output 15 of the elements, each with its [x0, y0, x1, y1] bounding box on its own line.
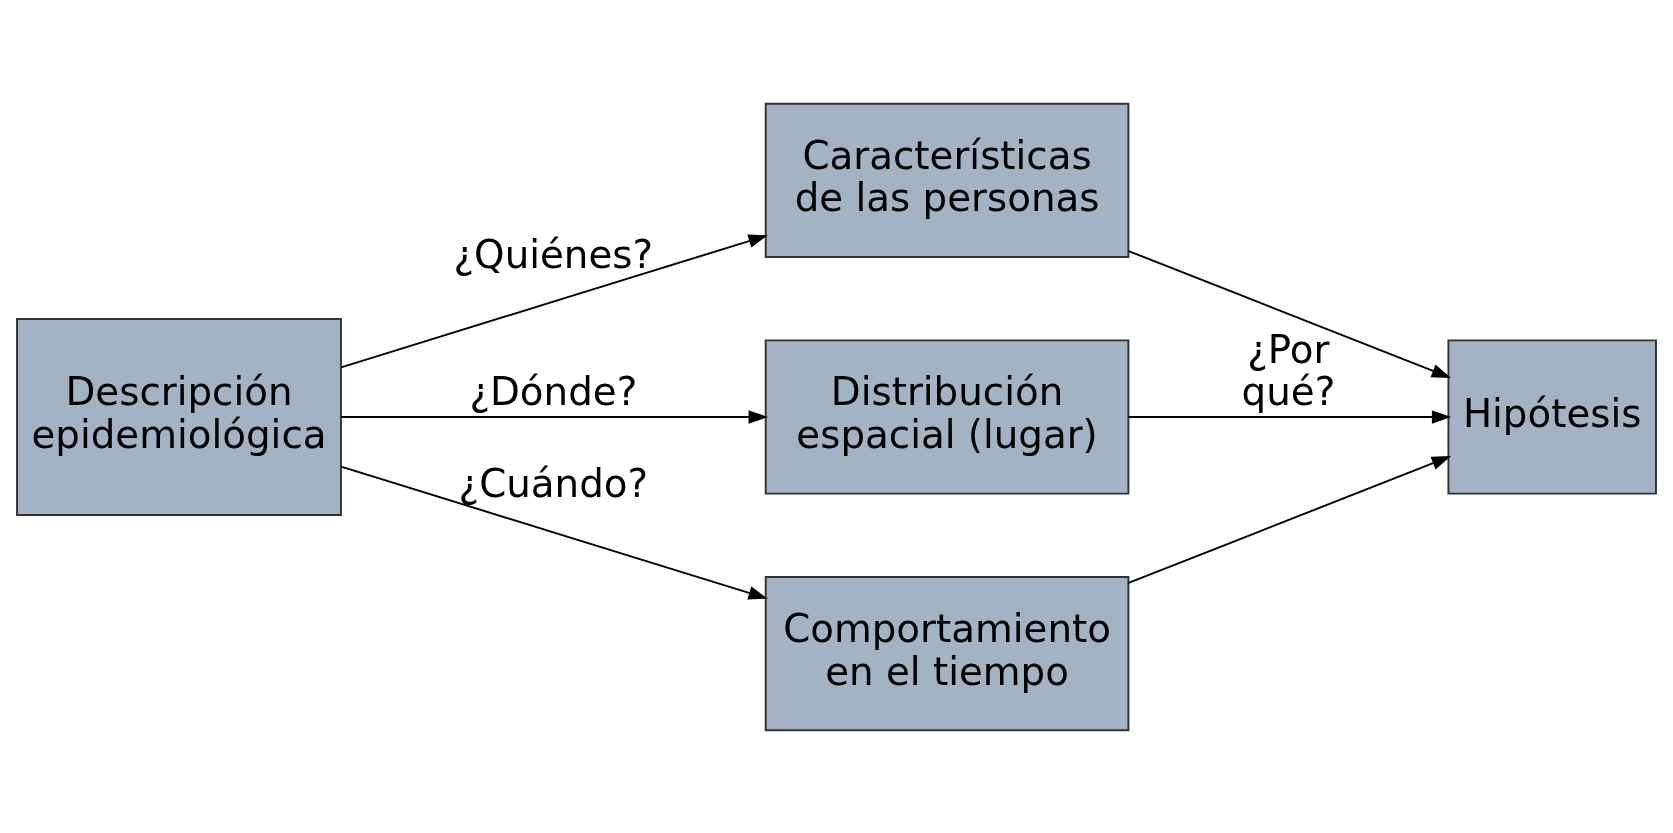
arrow — [340, 465, 768, 599]
node-box: Hipótesis — [1447, 338, 1657, 495]
edge-label: ¿Dónde? — [469, 368, 638, 414]
arrow — [340, 234, 768, 368]
node-box: Distribución espacial (lugar) — [764, 338, 1130, 495]
arrow — [340, 409, 768, 424]
arrow — [1127, 455, 1452, 584]
node-box: Características de las personas — [764, 102, 1130, 258]
arrow — [1127, 409, 1452, 424]
edge-label: ¿Cuándo? — [458, 460, 649, 506]
node-box: Descripción epidemiológica — [16, 317, 342, 516]
edge-label: ¿Por qué? — [1241, 326, 1336, 414]
arrow — [1127, 249, 1452, 378]
edge-label: ¿Quiénes? — [453, 231, 654, 277]
node-box: Comportamiento en el tiempo — [764, 575, 1130, 731]
